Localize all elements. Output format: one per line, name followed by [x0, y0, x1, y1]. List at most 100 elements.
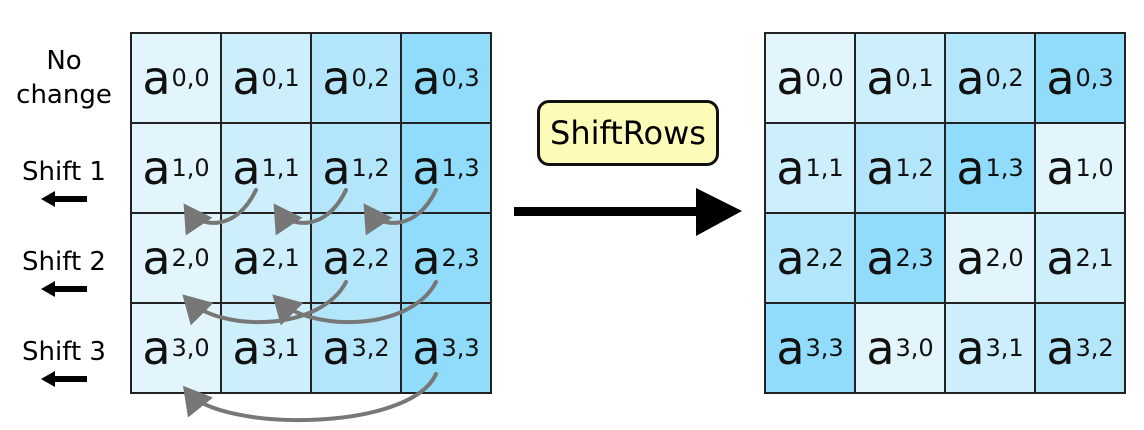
- cell-index: 0,0: [171, 64, 210, 92]
- cell-symbol: a: [232, 321, 261, 375]
- cell-index: 3,2: [351, 334, 390, 362]
- label-shift-2-text: Shift 2: [22, 247, 106, 277]
- cell-symbol: a: [412, 321, 441, 375]
- row-label-shift-2: Shift 2: [0, 236, 128, 306]
- cell-symbol: a: [322, 321, 351, 375]
- cell-index: 2,3: [441, 244, 480, 272]
- cell-index: 2,0: [985, 244, 1024, 272]
- cell-index: 1,3: [441, 154, 480, 182]
- label-shift-3-text: Shift 3: [22, 337, 106, 367]
- label-shift-1-text: Shift 1: [22, 157, 106, 187]
- cell-index: 1,1: [261, 154, 300, 182]
- cell-symbol: a: [866, 141, 895, 195]
- cell-index: 2,1: [261, 244, 300, 272]
- cell-index: 1,0: [1075, 154, 1114, 182]
- cell-symbol: a: [142, 51, 171, 105]
- cell-symbol: a: [1046, 231, 1075, 285]
- cell-symbol: a: [776, 51, 805, 105]
- label-change: change: [16, 80, 112, 110]
- cell-index: 1,0: [171, 154, 210, 182]
- cell-index: 2,0: [171, 244, 210, 272]
- cell-symbol: a: [412, 51, 441, 105]
- left-arrow-icon: [41, 281, 87, 297]
- row-label-shift-3: Shift 3: [0, 326, 128, 396]
- cell-index: 0,1: [261, 64, 300, 92]
- cell-index: 2,3: [895, 244, 934, 272]
- cell-symbol: a: [412, 231, 441, 285]
- shiftrows-label: ShiftRows: [537, 100, 719, 166]
- cell-symbol: a: [866, 321, 895, 375]
- cell-symbol: a: [232, 231, 261, 285]
- cell-index: 0,0: [805, 64, 844, 92]
- cell-index: 0,3: [1075, 64, 1114, 92]
- left-arrow-icon: [41, 191, 87, 207]
- cell-symbol: a: [866, 231, 895, 285]
- cell-index: 2,2: [351, 244, 390, 272]
- cell-symbol: a: [776, 141, 805, 195]
- cell-index: 1,1: [805, 154, 844, 182]
- cell-symbol: a: [142, 141, 171, 195]
- cell-symbol: a: [412, 141, 441, 195]
- cell-index: 0,2: [985, 64, 1024, 92]
- cell-symbol: a: [142, 231, 171, 285]
- cell-index: 3,1: [985, 334, 1024, 362]
- cell-symbol: a: [322, 141, 351, 195]
- label-no: No: [46, 46, 82, 76]
- cell-index: 3,0: [895, 334, 934, 362]
- cell-symbol: a: [866, 51, 895, 105]
- cell-index: 2,2: [805, 244, 844, 272]
- cell-symbol: a: [142, 321, 171, 375]
- cell-index: 3,1: [261, 334, 300, 362]
- cell-symbol: a: [776, 231, 805, 285]
- cell-index: 1,2: [895, 154, 934, 182]
- cell-symbol: a: [776, 321, 805, 375]
- left-arrow-icon: [41, 371, 87, 387]
- cell-index: 0,3: [441, 64, 480, 92]
- cell-symbol: a: [956, 231, 985, 285]
- cell-symbol: a: [956, 141, 985, 195]
- cell-index: 1,3: [985, 154, 1024, 182]
- cell-symbol: a: [956, 321, 985, 375]
- cell-index: 3,2: [1075, 334, 1114, 362]
- row-label-no-change: No change: [0, 42, 128, 114]
- cell-index: 1,2: [351, 154, 390, 182]
- cell-symbol: a: [1046, 51, 1075, 105]
- cell-index: 0,2: [351, 64, 390, 92]
- cell-index: 3,0: [171, 334, 210, 362]
- cell-symbol: a: [322, 231, 351, 285]
- cell-symbol: a: [232, 141, 261, 195]
- cell-index: 3,3: [441, 334, 480, 362]
- cell-symbol: a: [232, 51, 261, 105]
- cell-symbol: a: [322, 51, 351, 105]
